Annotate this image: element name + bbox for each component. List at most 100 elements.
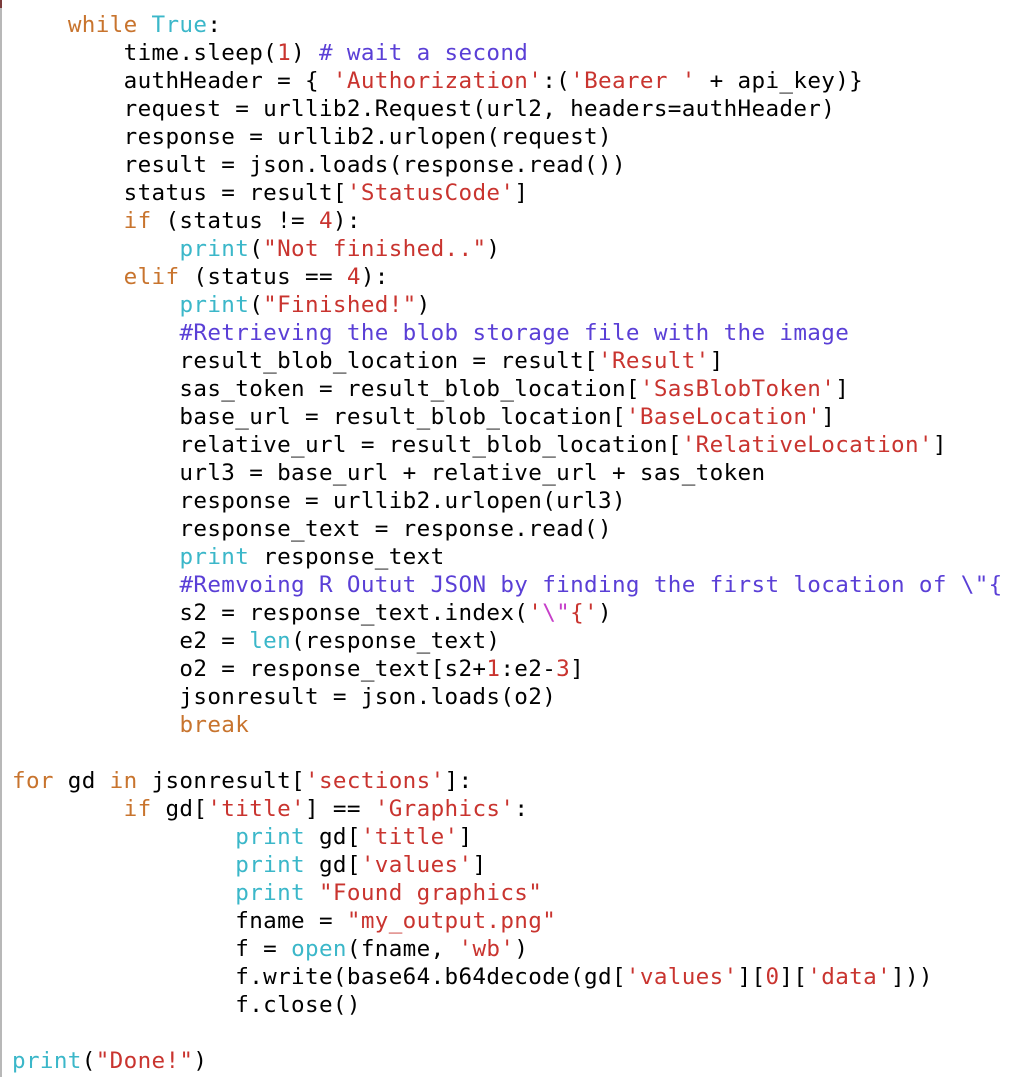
code-line[interactable] (12, 739, 1024, 767)
code-text: fname = (12, 908, 347, 934)
code-line[interactable]: jsonresult = json.loads(o2) (12, 683, 1024, 711)
builtin-token: print (235, 880, 306, 906)
code-text: ] (570, 656, 585, 682)
code-line[interactable]: s2 = response_text.index('\"{') (12, 599, 1024, 627)
code-line[interactable]: print gd['values'] (12, 851, 1024, 879)
code-line[interactable]: break (12, 711, 1024, 739)
code-text: ( (249, 236, 264, 262)
code-text: f = (12, 936, 292, 962)
code-line[interactable]: if (status != 4): (12, 207, 1024, 235)
string-token: 'Result' (598, 348, 710, 374)
keyword-token: while (67, 12, 138, 38)
code-line[interactable]: fname = "my_output.png" (12, 907, 1024, 935)
code-text: request = urllib2.Request(url2, headers=… (12, 96, 836, 122)
code-line[interactable]: relative_url = result_blob_location['Rel… (12, 431, 1024, 459)
code-text: ( (249, 292, 264, 318)
editor-left-border (0, 0, 2, 1077)
code-line[interactable]: if gd['title'] == 'Graphics': (12, 795, 1024, 823)
code-text: ): (332, 208, 361, 234)
code-text: status = result[ (12, 180, 347, 206)
code-text: ) (193, 1048, 208, 1074)
code-line[interactable]: f.write(base64.b64decode(gd['values'][0]… (12, 963, 1024, 991)
code-line[interactable]: authHeader = { 'Authorization':('Bearer … (12, 67, 1024, 95)
code-text: f.close() (12, 992, 361, 1018)
code-editor[interactable]: while True: time.sleep(1) # wait a secon… (12, 11, 1024, 1075)
code-text: authHeader = { (12, 68, 333, 94)
code-line[interactable]: f.close() (12, 991, 1024, 1019)
string-token: 'wb' (458, 936, 515, 962)
code-line[interactable]: #Remvoing R Outut JSON by finding the fi… (12, 571, 1024, 599)
code-line[interactable]: print("Not finished..") (12, 235, 1024, 263)
code-line[interactable]: for gd in jsonresult['sections']: (12, 767, 1024, 795)
code-line[interactable]: base_url = result_blob_location['BaseLoc… (12, 403, 1024, 431)
string-token: 'values' (360, 852, 473, 878)
code-text (305, 880, 319, 906)
code-text: e2 = (12, 628, 250, 654)
code-text: ] (458, 824, 473, 850)
code-line[interactable]: response = urllib2.urlopen(url3) (12, 487, 1024, 515)
code-text (138, 12, 152, 38)
code-line[interactable] (12, 1019, 1024, 1047)
code-text: :( (542, 68, 571, 94)
code-line[interactable]: print("Finished!") (12, 291, 1024, 319)
string-token: 'title' (360, 824, 459, 850)
editor-left-marker (0, 0, 2, 8)
code-line[interactable]: status = result['StatusCode'] (12, 179, 1024, 207)
string-token: 'Graphics' (374, 796, 515, 822)
code-line[interactable]: print response_text (12, 543, 1024, 571)
code-line[interactable]: response = urllib2.urlopen(request) (12, 123, 1024, 151)
code-text: (status != (151, 208, 319, 234)
string-token: {' (570, 600, 599, 626)
code-line[interactable]: request = urllib2.Request(url2, headers=… (12, 95, 1024, 123)
code-text (12, 572, 179, 598)
code-line[interactable]: f = open(fname, 'wb') (12, 935, 1024, 963)
keyword-token: if (123, 796, 152, 822)
comment-token: # wait a second (318, 40, 529, 66)
string-token: ' (528, 600, 543, 626)
code-line[interactable]: url3 = base_url + relative_url + sas_tok… (12, 459, 1024, 487)
code-text: jsonresult = json.loads(o2) (12, 684, 557, 710)
code-text: gd[ (305, 852, 361, 878)
builtin-token: len (249, 628, 292, 654)
code-line[interactable]: print gd['title'] (12, 823, 1024, 851)
string-token: 'RelativeLocation' (681, 432, 933, 458)
code-text: gd (53, 768, 110, 794)
builtin-token: print (179, 544, 250, 570)
comment-token: #Retrieving the blob storage file with t… (179, 320, 850, 346)
string-token: 'StatusCode' (346, 180, 515, 206)
code-text: : (207, 12, 222, 38)
string-token: "Not finished.." (263, 236, 487, 262)
code-text (12, 824, 235, 850)
string-token: "Found graphics" (318, 880, 543, 906)
builtin-token: True (151, 12, 208, 38)
code-text: ) (416, 292, 431, 318)
code-line[interactable]: e2 = len(response_text) (12, 627, 1024, 655)
code-line[interactable]: sas_token = result_blob_location['SasBlo… (12, 375, 1024, 403)
code-line[interactable]: while True: (12, 11, 1024, 39)
code-text: ] (835, 376, 850, 402)
string-token: "my_output.png" (346, 908, 557, 934)
code-text (12, 12, 68, 38)
code-line[interactable]: print "Found graphics" (12, 879, 1024, 907)
code-line[interactable]: print("Done!") (12, 1047, 1024, 1075)
code-line[interactable]: response_text = response.read() (12, 515, 1024, 543)
code-line[interactable]: time.sleep(1) # wait a second (12, 39, 1024, 67)
code-line[interactable]: #Retrieving the blob storage file with t… (12, 319, 1024, 347)
keyword-token: elif (123, 264, 180, 290)
number-token: 1 (486, 656, 501, 682)
code-text: ] (709, 348, 724, 374)
string-token: 'SasBlobToken' (639, 376, 836, 402)
code-line[interactable]: elif (status == 4): (12, 263, 1024, 291)
string-token: 'Authorization' (332, 68, 543, 94)
code-line[interactable]: o2 = response_text[s2+1:e2-3] (12, 655, 1024, 683)
code-text (12, 236, 179, 262)
code-text: sas_token = result_blob_location[ (12, 376, 640, 402)
builtin-token: print (179, 292, 250, 318)
keyword-token: break (179, 712, 250, 738)
builtin-token: open (291, 936, 347, 962)
code-line[interactable]: result_blob_location = result['Result'] (12, 347, 1024, 375)
builtin-token: print (235, 824, 306, 850)
code-text (12, 544, 179, 570)
code-line[interactable]: result = json.loads(response.read()) (12, 151, 1024, 179)
code-text: f.write(base64.b64decode(gd[ (12, 964, 626, 990)
